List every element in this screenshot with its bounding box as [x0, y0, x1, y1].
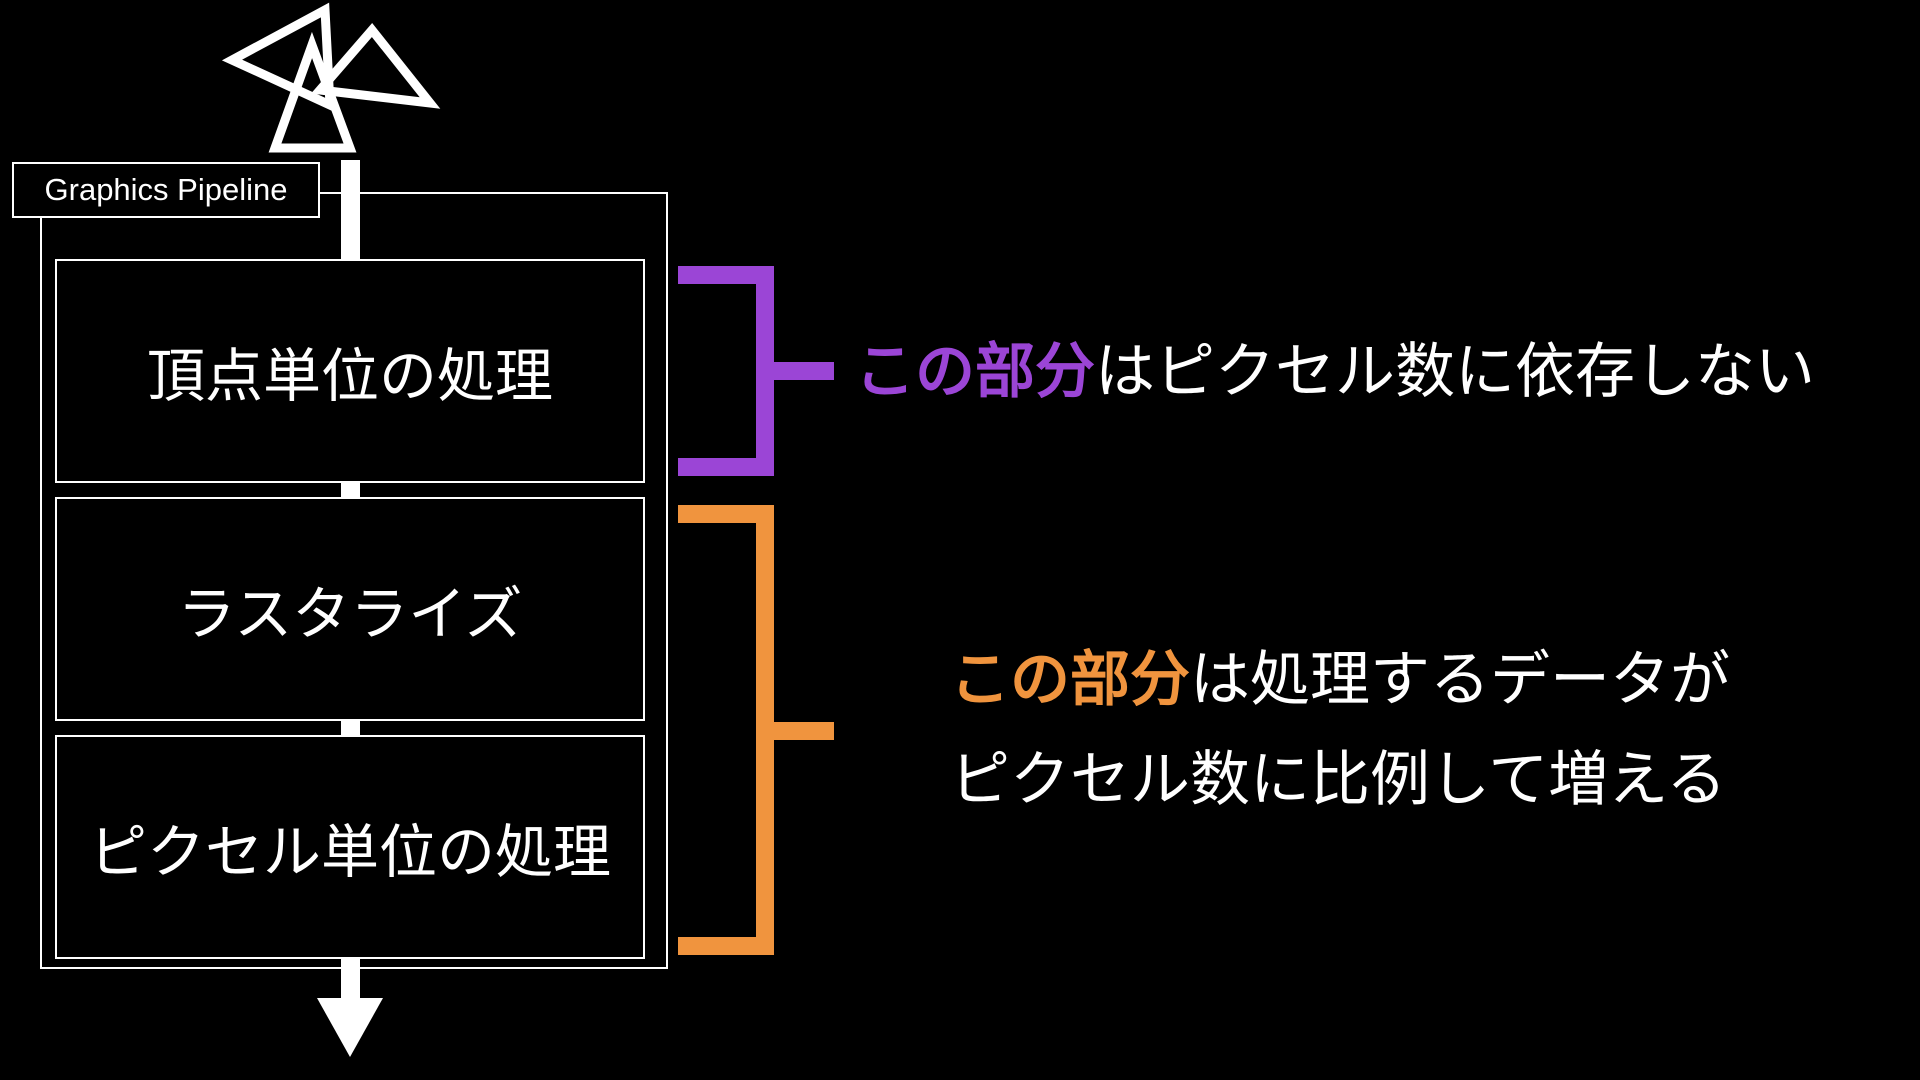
annotation-text: はピクセル数に依存しない	[1095, 337, 1815, 407]
stage-label: ピクセル単位の処理	[88, 818, 611, 886]
arrow-down-icon	[317, 960, 383, 1057]
flow-connector-top	[341, 160, 360, 260]
triangles-icon	[221, 2, 441, 153]
flow-connector-2	[341, 717, 360, 739]
bracket-vertex	[678, 266, 834, 476]
stage-label: 頂点単位の処理	[146, 342, 553, 410]
annotation-pixel: この部分は処理するデータが ピクセル数に比例して増える	[950, 630, 1730, 830]
annotation-vertex: この部分はピクセル数に依存しない	[855, 322, 1815, 422]
stage-label: ラスタライズ	[177, 580, 523, 648]
annotation-text-line1: は処理するデータが	[1190, 645, 1730, 715]
stage-pixel-processing: ピクセル単位の処理	[55, 735, 645, 959]
stage-vertex-processing: 頂点単位の処理	[55, 259, 645, 483]
stage-rasterize: ラスタライズ	[55, 497, 645, 721]
bracket-pixel	[678, 505, 834, 955]
annotation-text-line2: ピクセル数に比例して増える	[950, 745, 1727, 815]
flow-connector-1	[341, 480, 360, 502]
pipeline-label: Graphics Pipeline	[12, 162, 320, 218]
annotation-emphasis: この部分	[855, 337, 1095, 407]
annotation-emphasis: この部分	[950, 645, 1190, 715]
